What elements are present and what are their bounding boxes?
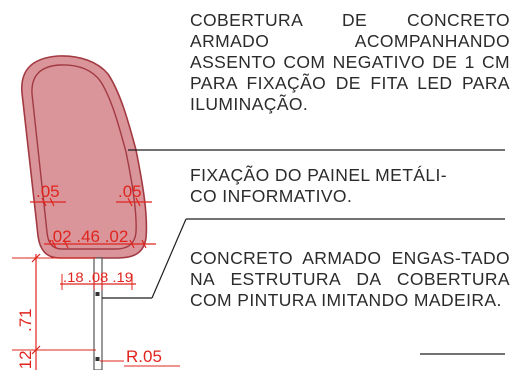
dim-base-width: .02 .46 .02 [44,227,156,249]
bolt-upper [95,292,100,296]
dim-height-upper-label: .71 [16,308,35,332]
dim-thickness-left: .05 [30,182,66,207]
note-metal-panel-fixing: FIXAÇÃO DO PAINEL METÁLI- CO INFORMATIVO… [190,165,447,206]
leader-lines [102,149,505,355]
metal-post [93,257,103,370]
note-concrete-cover: COBERTURA DE CONCRETO ARMADO ACOMPANHAND… [190,10,510,114]
dim-radius-label: R.05 [126,347,162,366]
concrete-cover-inner [31,64,137,250]
dim-height-lower-label: .12 [16,350,35,370]
dim-heights: .71 .12 [12,253,96,370]
concrete-cover-outer [21,55,148,259]
dim-base-width-label: .02 .46 .02 [48,227,128,246]
dim-thickness-right-label: .05 [118,182,142,201]
dim-thickness-left-label: .05 [36,182,60,201]
dim-panel-spacing: .18 .08 .19 [60,269,136,290]
dim-panel-spacing-label: .18 .08 .19 [63,269,133,285]
dim-thickness-right: .05 [116,182,152,207]
dim-radius: R.05 [100,347,180,367]
leader-note-2-diag [151,218,187,299]
note-embedded-concrete: CONCRETO ARMADO ENGAS-TADO NA ESTRUTURA … [190,248,510,310]
bolt-lower [95,357,100,361]
